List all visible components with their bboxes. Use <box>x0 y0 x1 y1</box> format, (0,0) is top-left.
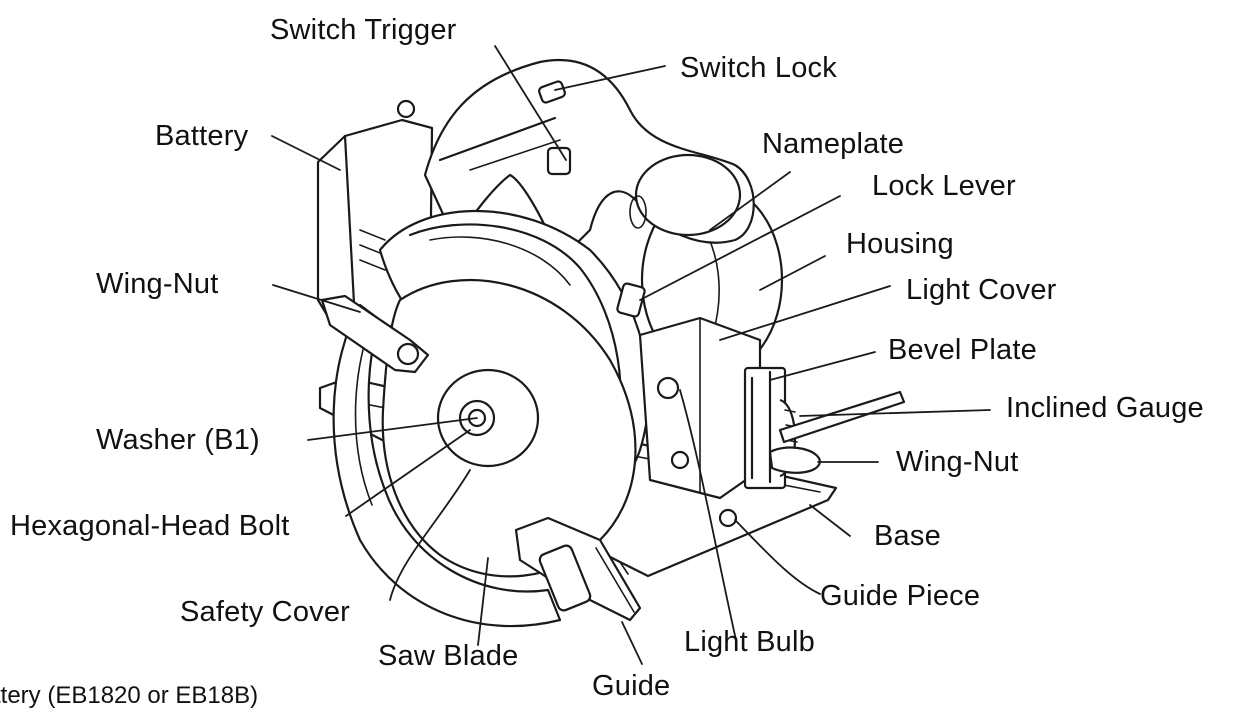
rip-guide <box>514 516 642 622</box>
label-saw-blade: Saw Blade <box>378 640 519 672</box>
label-wing-nut-right: Wing-Nut <box>896 446 1019 478</box>
label-nameplate: Nameplate <box>762 128 905 160</box>
label-inclined-gauge: Inclined Gauge <box>1006 392 1204 424</box>
label-guide-piece: Guide Piece <box>820 580 981 612</box>
figure-caption: ttery (EB1820 or EB18B) <box>0 682 259 709</box>
label-base: Base <box>874 520 941 552</box>
label-safety-cover: Safety Cover <box>180 596 351 628</box>
label-wing-nut-left: Wing-Nut <box>96 268 219 300</box>
saw-blade <box>381 278 637 578</box>
label-switch-trigger: Switch Trigger <box>270 14 457 46</box>
wing-nut-left <box>320 294 430 374</box>
label-battery: Battery <box>155 120 249 152</box>
leader-lines <box>271 45 991 665</box>
label-light-bulb: Light Bulb <box>684 626 815 658</box>
handle <box>423 58 755 262</box>
label-guide: Guide <box>592 670 671 702</box>
label-lock-lever: Lock Lever <box>872 170 1016 202</box>
label-housing: Housing <box>846 228 954 260</box>
label-bevel-plate: Bevel Plate <box>888 334 1037 366</box>
label-switch-lock: Switch Lock <box>680 52 837 84</box>
label-light-cover: Light Cover <box>906 274 1057 306</box>
label-hexagonal-head-bolt: Hexagonal-Head Bolt <box>10 510 290 542</box>
front-light-assembly <box>638 316 906 528</box>
label-washer: Washer (B1) <box>96 424 260 456</box>
